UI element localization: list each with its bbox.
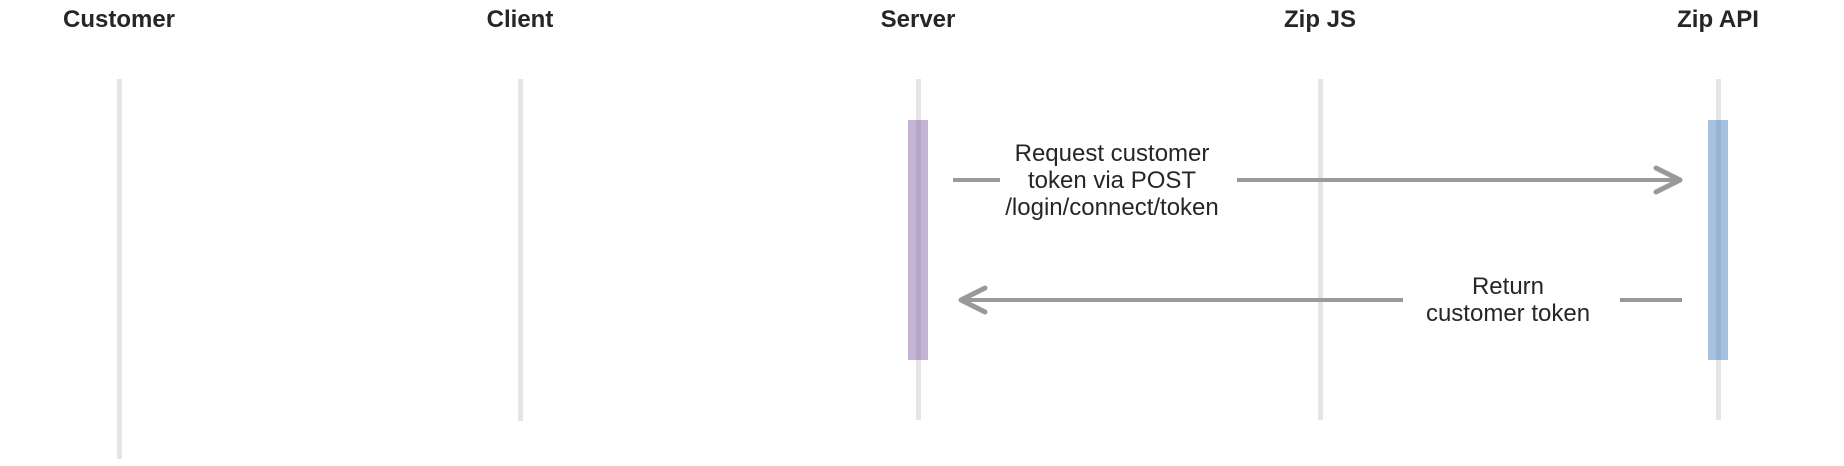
- lifeline-server: [915, 79, 921, 420]
- message-label-return: Return customer token: [1426, 273, 1590, 327]
- message-label-request-line-2: token via POST: [1027, 167, 1197, 194]
- participant-label-zip-api: Zip API: [1677, 6, 1759, 33]
- activation-bar-zip-api: [1708, 120, 1728, 360]
- message-label-return-line-2: customer token: [1425, 300, 1591, 327]
- participant-label-server: Server: [880, 6, 956, 33]
- participant-label-zip-js: Zip JS: [1283, 6, 1357, 33]
- message-label-request-line-3: /login/connect/token: [1005, 194, 1219, 221]
- message-label-request: Request customer token via POST /login/c…: [1005, 140, 1218, 221]
- message-label-request-line-1: Request customer: [1014, 140, 1210, 167]
- lifeline-client: [517, 79, 523, 421]
- message-label-return-line-1: Return: [1471, 273, 1545, 300]
- request-arrowhead-icon: [1653, 165, 1683, 195]
- return-arrowhead-icon: [958, 285, 988, 315]
- lifeline-zip-api: [1715, 79, 1721, 420]
- participant-label-client: Client: [486, 6, 554, 33]
- activation-bar-server: [908, 120, 928, 360]
- lifeline-customer: [116, 79, 122, 459]
- participant-label-customer: Customer: [62, 6, 176, 33]
- lifeline-zip-js: [1317, 79, 1323, 420]
